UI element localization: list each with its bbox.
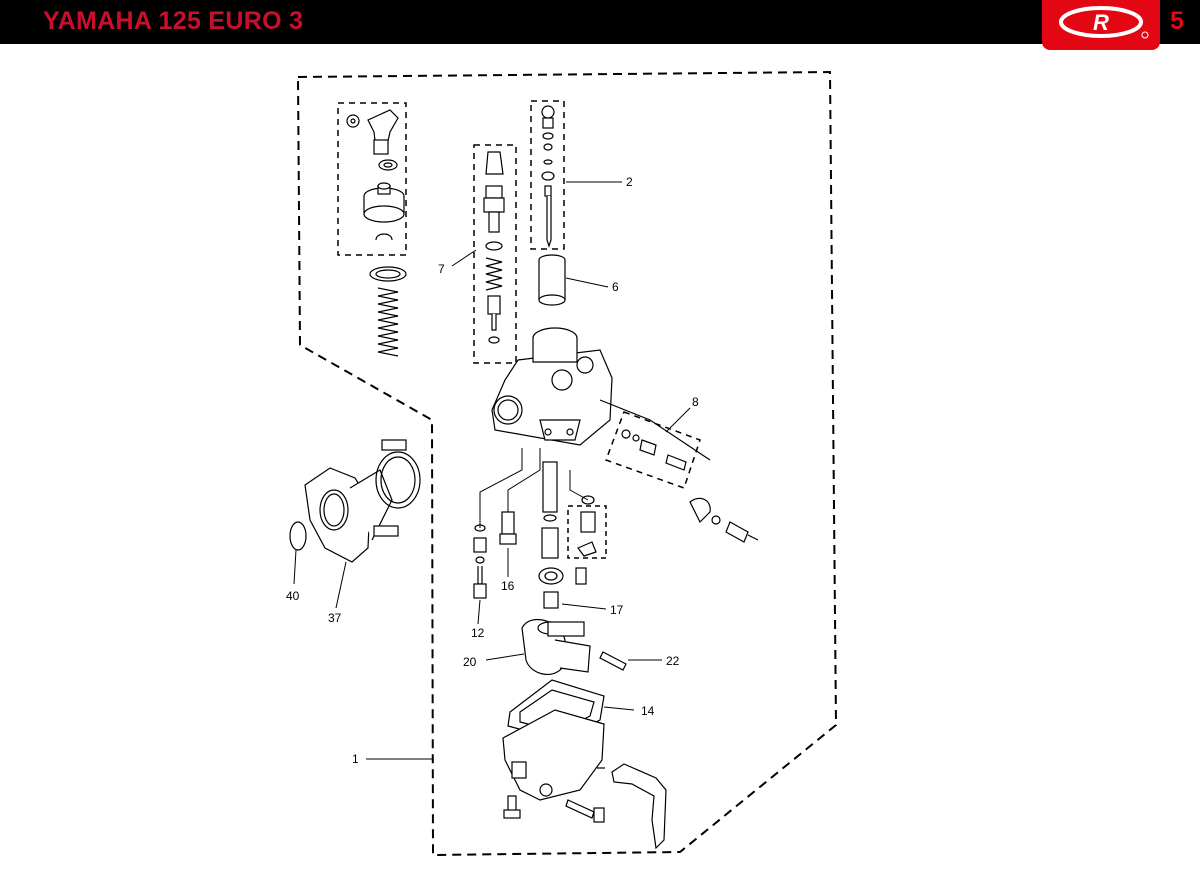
callout-20: 20 (463, 655, 477, 669)
callout-1: 1 (352, 752, 359, 766)
drain-screw (565, 799, 605, 823)
hose-clamp (375, 439, 421, 509)
callout-8: 8 (692, 395, 699, 409)
float-20 (521, 618, 591, 676)
subgroup-box-17 (567, 505, 607, 559)
header-bar (0, 0, 1200, 44)
bowl-screw (503, 795, 521, 819)
jet-needle (541, 105, 555, 248)
callout-17: 17 (610, 603, 624, 617)
needle-jet (538, 461, 564, 609)
brand-logo-letter: R (1093, 10, 1109, 35)
brand-logo-mark: R (1059, 6, 1149, 39)
intake-manifold-37 (304, 467, 399, 563)
brand-logo: R (1042, 0, 1160, 50)
drain-tube (611, 763, 667, 850)
page-number: 5 (1170, 7, 1184, 35)
subgroup-box-8 (605, 411, 701, 489)
callout-2: 2 (626, 175, 633, 189)
subgroup-box-needle (530, 100, 565, 250)
elbow-fitting (346, 109, 399, 171)
throttle-spring (377, 287, 399, 357)
callout-22: 22 (666, 654, 680, 668)
callout-37: 37 (328, 611, 342, 625)
starter-plunger (483, 151, 505, 344)
callout-6: 6 (612, 280, 619, 294)
cap-nut (363, 182, 405, 241)
subgroup-box-top-left (337, 102, 407, 256)
air-screw-set (621, 429, 687, 471)
float-pin-22 (599, 651, 627, 671)
float-valve-17 (575, 495, 597, 585)
carburetor-body (491, 327, 711, 461)
callout-40: 40 (286, 589, 300, 603)
callout-12: 12 (471, 626, 485, 640)
callout-14: 14 (641, 704, 655, 718)
callout-16: 16 (501, 579, 515, 593)
throttle-stop-screw (689, 497, 759, 543)
page-title: YAMAHA 125 EURO 3 (43, 7, 304, 35)
assembly-boundary (296, 70, 838, 857)
float-bowl (502, 709, 605, 801)
throttle-valve (538, 254, 566, 306)
subgroup-box-7 (473, 144, 517, 364)
pilot-jet-12 (473, 524, 487, 599)
o-ring-40 (289, 521, 307, 551)
callout-7: 7 (438, 262, 445, 276)
jet-16 (499, 511, 517, 545)
